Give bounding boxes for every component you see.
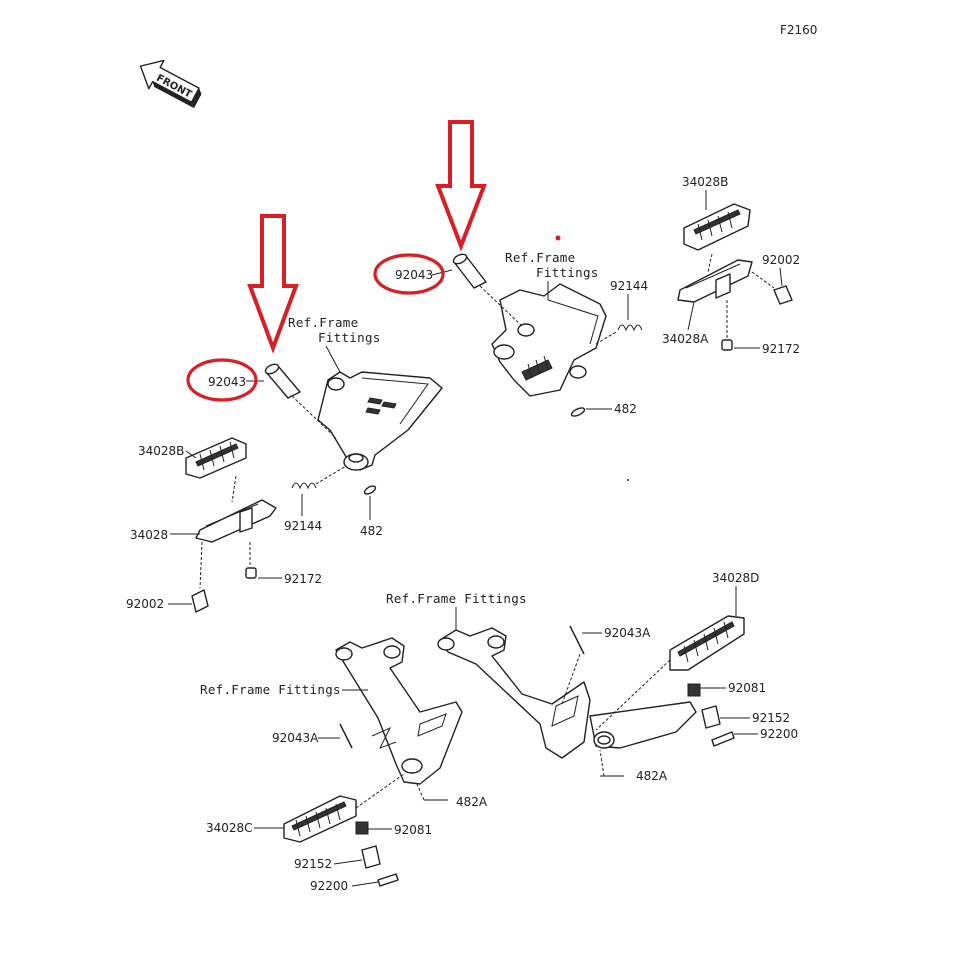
label-92200-bottom-left: 92200 [310,879,348,893]
pin-92200-bottom-left [377,873,399,887]
highlight-arrow-left [247,214,299,354]
bolt-92002-top-right [773,285,793,305]
label-92144-top-left: 92144 [284,519,322,533]
pin-92200-bottom-right [711,731,735,747]
stray-mark [627,479,629,481]
label-92002-top-right: 92002 [762,253,800,267]
label-482A-bottom-left: 482A [456,795,488,809]
label-92043-top-left: 92043 [208,375,246,389]
pin-92152-bottom-right [701,705,721,729]
label-92144-top-right: 92144 [610,279,648,293]
ref-frame-label-top-right-1: Ref.Frame [505,250,575,265]
label-92152-bottom-right: 92152 [752,711,790,725]
ref-frame-label-top-left-1: Ref.Frame [288,315,358,330]
clip-482A-bottom-left [415,781,448,801]
bolt-92002-top-left [191,541,209,613]
top-right-bracket [491,235,607,397]
footpeg-34028A-top-right [677,253,775,303]
spring-92081-bottom-right [687,683,701,697]
clip-482A-bottom-right [599,749,624,777]
label-92043-top-right: 92043 [395,268,433,282]
label-34028C-bottom-left: 34028C [206,821,253,835]
ref-frame-label-top-left-2: Fittings [318,330,381,345]
bottom-left-assembly: Ref.Frame Fittings 92043A 482A 34028C 92… [200,637,488,893]
footpeg-34028C-bottom-left [283,773,405,843]
label-92172-top-right: 92172 [762,342,800,356]
spring-92144-top-right [595,324,643,345]
label-92152-bottom-left: 92152 [294,857,332,871]
spring-92081-bottom-left [355,821,369,835]
label-34028B-top-left: 34028B [138,444,184,458]
pin-92043-top-right [452,253,523,327]
top-left-assembly: Ref.Frame Fittings 92043 34028B 34028 92… [126,315,443,613]
top-right-assembly: Ref.Frame Fittings 92043 34028B 92002 92… [395,175,800,417]
label-92002-top-left: 92002 [126,597,164,611]
bottom-right-bracket [437,627,697,759]
label-92172-top-left: 92172 [284,572,322,586]
marker-dot-top-right [555,235,561,241]
label-482A-bottom-right: 482A [636,769,668,783]
ref-frame-label-top-right-2: Fittings [536,265,599,280]
down-arrow-icon [435,120,487,252]
footpeg-34028D-bottom-right [595,615,745,731]
pin-92043A-bottom-right [561,625,585,705]
figure-id: F2160 [780,23,817,37]
bottom-right-assembly: Ref.Frame Fittings 34028D 92043A 92081 9… [386,571,798,783]
ref-frame-label-bottom-left: Ref.Frame Fittings [200,682,341,697]
label-482-top-right: 482 [614,402,637,416]
label-34028A-top-right: 34028A [662,332,709,346]
label-482-top-left: 482 [360,524,383,538]
label-92081-bottom-left: 92081 [394,823,432,837]
front-direction-icon: FRONT [139,59,202,109]
highlight-arrow-right [435,120,487,252]
pin-92043A-bottom-left [339,723,353,749]
label-34028D-bottom-right: 34028D [712,571,759,585]
label-34028-top-left: 34028 [130,528,168,542]
clip-482-top-left [363,485,377,495]
highlight-circle-left [186,358,258,402]
bottom-left-bracket [335,637,463,785]
rubber-34028B-top-right [683,203,751,251]
down-arrow-icon [247,214,299,354]
label-92081-bottom-right: 92081 [728,681,766,695]
label-92043A-bottom-left: 92043A [272,731,319,745]
label-92200-bottom-right: 92200 [760,727,798,741]
rubber-34028B-top-left [185,437,247,479]
pin-92043-top-left [264,363,337,439]
label-34028B-top-right: 34028B [682,175,728,189]
ref-frame-label-bottom-right: Ref.Frame Fittings [386,591,527,606]
bolt-92172-top-right [721,300,733,351]
pin-92152-bottom-left [361,845,381,869]
label-92043A-bottom-right: 92043A [604,626,651,640]
clip-482-top-right [570,407,586,417]
spring-92144-top-left [291,465,347,490]
bolt-92172-top-left [245,542,257,579]
footpeg-34028-top-left [195,475,277,543]
top-left-bracket [317,371,443,471]
highlight-circle-right [373,253,445,295]
